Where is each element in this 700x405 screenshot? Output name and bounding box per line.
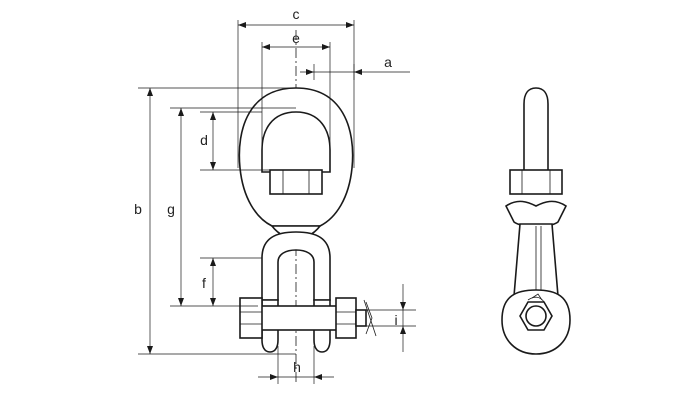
eye-nut: [269, 169, 323, 195]
pin-nut: [335, 297, 357, 339]
dimension-a: a: [300, 54, 410, 80]
dimension-i: i: [366, 284, 416, 352]
dimension-d: d: [200, 111, 270, 171]
side-eye-rod: [523, 87, 549, 173]
dimension-h: h: [258, 346, 334, 384]
label-i: i: [394, 312, 397, 328]
shackle-body: [239, 231, 377, 353]
front-view: c e a b: [134, 6, 416, 385]
dimension-e: e: [261, 30, 331, 150]
dimension-f: f: [200, 257, 262, 306]
dimension-c: c: [237, 6, 355, 168]
label-a: a: [384, 54, 392, 70]
label-f: f: [202, 275, 206, 291]
cotter-pin: [365, 301, 373, 335]
side-view: [501, 87, 571, 355]
shackle-pin: [257, 305, 339, 331]
bolt-head: [239, 297, 263, 339]
side-pin-end: [525, 305, 547, 327]
label-e: e: [292, 30, 300, 46]
label-b: b: [134, 201, 142, 217]
swivel-eye: [238, 87, 354, 237]
label-d: d: [200, 132, 208, 148]
label-c: c: [293, 6, 300, 22]
dimension-b: b: [134, 87, 296, 355]
side-nut: [509, 169, 563, 195]
dimension-g: g: [167, 107, 296, 307]
label-h: h: [293, 359, 301, 375]
label-g: g: [167, 201, 175, 217]
pin-tip: [355, 309, 367, 327]
side-collar: [504, 200, 568, 228]
